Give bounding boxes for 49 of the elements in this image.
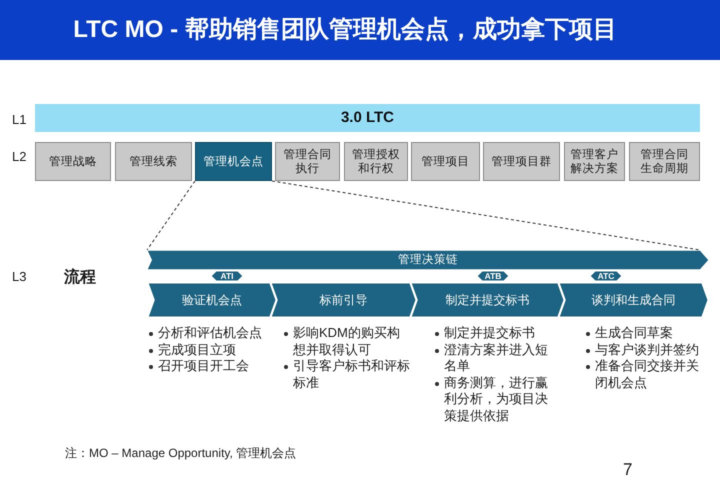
dashed-connector — [272, 180, 700, 250]
footnote: 注：MO – Manage Opportunity, 管理机会点 — [65, 445, 296, 461]
bullet-item: 制定并提交标书 — [434, 325, 553, 342]
step-label: 验证机会点 — [182, 292, 242, 308]
band-label: 管理决策链 — [398, 253, 458, 267]
bullet-item: 生成合同草案 — [585, 325, 705, 342]
process-box — [115, 142, 192, 181]
process-label: 管理项目 — [422, 154, 470, 168]
process-label: 管理客户解决方案 — [570, 148, 620, 176]
level-bar — [35, 104, 700, 132]
bullet-item: 引导客户标书和评标标准 — [283, 358, 412, 392]
page-number: 7 — [623, 460, 632, 480]
process-box — [411, 142, 480, 181]
process-box — [195, 142, 272, 181]
tag-label: ATB — [484, 271, 502, 281]
bullet-item: 召开项目开工会 — [148, 358, 272, 375]
title: LTC MO - 帮助销售团队管理机会点，成功拿下项目 — [73, 15, 617, 45]
process-box — [564, 142, 625, 181]
process-label: 管理合同执行 — [282, 148, 332, 176]
process-box — [35, 142, 111, 181]
tag-label: ATC — [598, 271, 614, 281]
level-title: 3.0 LTC — [340, 109, 394, 127]
step-label: 谈判和生成合同 — [592, 292, 676, 308]
bullet-item: 影响KDM的购买构想并取得认可 — [283, 325, 412, 358]
process-box — [275, 142, 340, 181]
bullet-item: 分析和评估机会点 — [148, 325, 272, 342]
step-label: 制定并提交标书 — [446, 292, 530, 308]
level-label: L2 — [12, 149, 26, 165]
process-label: 管理机会点 — [204, 154, 264, 168]
process-label: 管理合同生命周期 — [640, 148, 690, 176]
bullet-item: 完成项目立项 — [148, 342, 272, 358]
bullet-item: 商务测算，进行赢利分析，为项目决策提供依据 — [434, 374, 553, 425]
tag-label: ATI — [220, 271, 234, 281]
process-label: 管理战略 — [49, 154, 97, 168]
process-box — [344, 142, 408, 181]
section-heading: 流程 — [64, 268, 96, 288]
bullet-item: 澄清方案并进入短名单 — [434, 342, 553, 375]
step-label: 标前引导 — [320, 292, 368, 308]
process-label: 管理授权和行权 — [351, 148, 401, 176]
process-label: 管理项目群 — [492, 154, 552, 168]
process-box — [483, 142, 560, 181]
process-step — [270, 282, 417, 318]
dashed-connector — [146, 180, 196, 250]
process-box — [629, 142, 700, 181]
bullet-item: 准备合同交接并关闭机会点 — [585, 358, 705, 392]
level-label: L3 — [12, 269, 26, 285]
process-label: 管理线索 — [130, 154, 178, 168]
bullet-item: 与客户谈判并签约 — [585, 342, 705, 358]
level-label: L1 — [12, 112, 26, 128]
